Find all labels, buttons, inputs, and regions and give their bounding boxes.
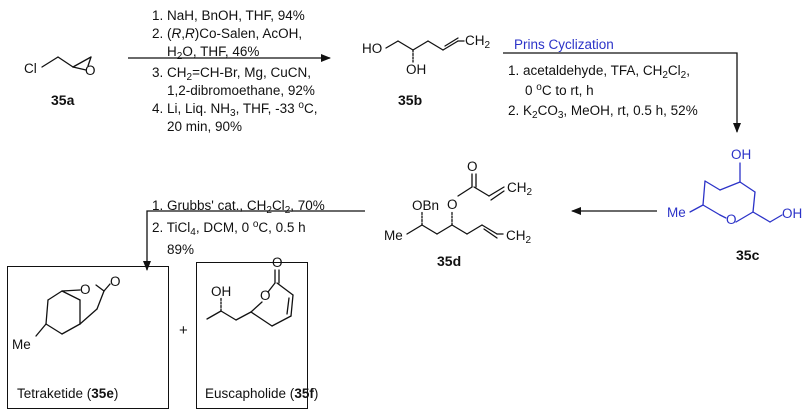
cond2-line2: 0 oC to rt, h: [525, 82, 594, 99]
atom-ch2-bottom-35d: CH2: [506, 228, 532, 246]
arrow-step2: [503, 52, 741, 133]
label-35d: 35d: [437, 253, 462, 269]
atom-ch2-35b: CH2: [465, 33, 491, 51]
box-35f: [196, 262, 308, 409]
cond1-line4: 3. CH2=CH-Br, Mg, CuCN,: [152, 65, 311, 83]
atom-oh-right-35c: OH: [782, 206, 803, 221]
cond1-line2: 2. (R,R)Co-Salen, AcOH,: [152, 26, 303, 41]
structure-35e: [35, 283, 111, 337]
cond2-line1: 1. acetaldehyde, TFA, CH2Cl2,: [508, 63, 690, 81]
cond2-line3: 2. K2CO3, MeOH, rt, 0.5 h, 52%: [508, 103, 698, 121]
atom-o-carbonyl-35e: O: [110, 274, 121, 289]
cond1-line5: 1,2-dibromoethane, 92%: [167, 83, 315, 98]
cond4-line3: 89%: [167, 242, 195, 257]
structure-35f: [206, 269, 294, 327]
label-35b: 35b: [398, 92, 423, 108]
caption-35e: Tetraketide (35e): [17, 386, 119, 401]
atom-ho-35b: HO: [362, 41, 383, 56]
label-35a: 35a: [51, 92, 75, 108]
atom-me-35d: Me: [384, 228, 403, 243]
cond1-line6: 4. Li, Liq. NH3, THF, -33 oC,: [152, 100, 318, 119]
arrow-step4: [143, 210, 365, 271]
label-35c: 35c: [736, 247, 760, 263]
atom-me-35e: Me: [12, 337, 31, 352]
atom-oh-35b: OH: [406, 62, 427, 77]
atom-o-ring-35c: O: [726, 212, 737, 227]
caption-35f: Euscapholide (35f): [205, 386, 319, 401]
atom-oh-35f: OH: [211, 284, 232, 299]
cond1-line3: H2O, THF, 46%: [167, 44, 260, 62]
atom-o-ring-35f: O: [260, 288, 271, 303]
atom-o-ester-35d: O: [447, 197, 458, 212]
atom-cl: Cl: [24, 61, 37, 76]
atom-me-35c: Me: [667, 205, 686, 220]
cond1-line1: 1. NaH, BnOH, THF, 94%: [152, 8, 305, 23]
cond1-line7: 20 min, 90%: [167, 119, 243, 134]
atom-o-carbonyl-35f: O: [272, 255, 283, 270]
atom-ch2-top-35d: CH2: [507, 180, 533, 198]
cond4-line2: 2. TiCl4, DCM, 0 oC, 0.5 h: [152, 219, 306, 238]
atom-o-epoxide: O: [85, 63, 96, 78]
box-35e: [7, 266, 169, 409]
atom-o-ring-35e: O: [80, 282, 91, 297]
structure-35c: [689, 162, 783, 223]
structure-35d: [406, 173, 505, 239]
prins-title: Prins Cyclization: [514, 37, 614, 52]
atom-o-carbonyl-35d: O: [467, 159, 478, 174]
structure-35b: [385, 37, 465, 63]
atom-obn-35d: OBn: [412, 198, 440, 213]
atom-oh-top-35c: OH: [731, 147, 752, 162]
cond4-line1: 1. Grubbs' cat., CH2Cl2, 70%: [152, 198, 325, 216]
structure-35a: [41, 56, 92, 71]
plus-sign: +: [179, 322, 188, 339]
